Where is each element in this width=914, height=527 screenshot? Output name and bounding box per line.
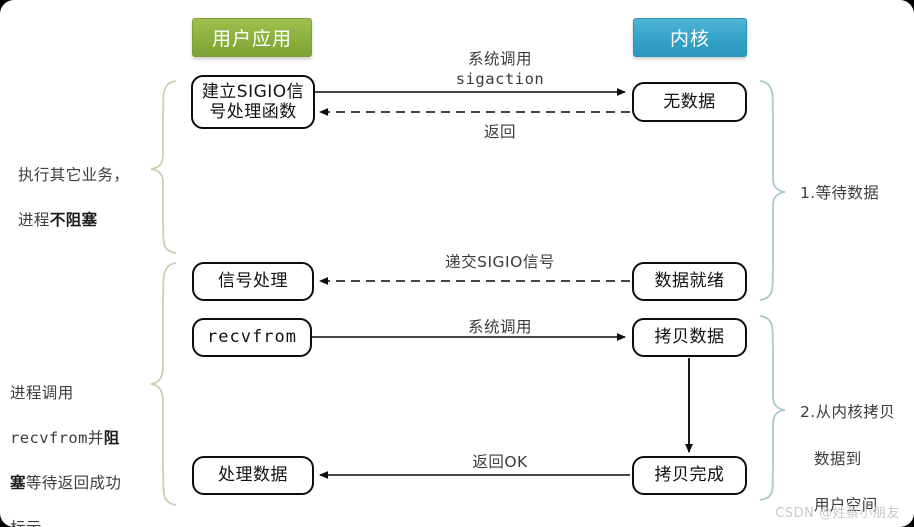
box-signal-process[interactable]: 信号处理 (192, 262, 314, 301)
kernel-label: 内核 (633, 18, 747, 57)
box-process-data[interactable]: 处理数据 (192, 456, 314, 495)
left-note-phase2-bold-b: 塞 (10, 474, 26, 493)
left-note-phase2-mono: recvfrom (10, 429, 88, 448)
left-note-phase2-line1: 进程调用 (10, 384, 74, 403)
right-brace-phase2 (759, 315, 786, 501)
box-recvfrom[interactable]: recvfrom (192, 318, 312, 357)
right-note-phase2-line3: 用户空间 (814, 496, 878, 515)
caption-syscall-recvfrom: 系统调用 (467, 318, 532, 336)
left-note-phase1: 执行其它业务， 进程不阻塞 (18, 142, 153, 254)
left-note-phase1-bold: 不阻塞 (49, 211, 98, 230)
left-note-phase2-suffix: 并 (87, 429, 104, 448)
left-note-phase2-line3: 塞等待返回成功 (10, 472, 160, 494)
box-data-ready[interactable]: 数据就绪 (632, 262, 747, 301)
right-note-phase1: 1.等待数据 (800, 184, 880, 202)
box-copy-data[interactable]: 拷贝数据 (632, 318, 747, 357)
box-no-data[interactable]: 无数据 (632, 82, 747, 122)
caption-return-ok: 返回OK (472, 453, 528, 471)
right-note-phase2: 2.从内核拷贝 数据到 用户空间 (800, 378, 910, 527)
left-note-phase1-line2: 进程不阻塞 (18, 209, 153, 231)
left-note-phase1-line1: 执行其它业务， (18, 166, 130, 185)
caption-sigaction: sigaction (455, 70, 545, 88)
caption-syscall-top: 系统调用 (467, 50, 532, 68)
left-note-phase1-prefix: 进程 (18, 211, 50, 230)
left-note-phase2-line4: 标示 (10, 517, 160, 527)
kernel-label-text: 内核 (669, 28, 710, 50)
caption-deliver-sigio: 递交SIGIO信号 (445, 253, 555, 271)
csdn-watermark: CSDN @姓蔡小朋友 (775, 506, 900, 521)
left-note-phase2: 进程调用 recvfrom并阻 塞等待返回成功 标示 (10, 360, 160, 527)
right-brace-phase1 (759, 80, 786, 301)
left-brace-phase1 (150, 80, 177, 254)
box-copy-done[interactable]: 拷贝完成 (632, 456, 747, 495)
user-app-label-text: 用户应用 (211, 28, 292, 50)
left-note-phase2-line3-suffix: 等待返回成功 (25, 474, 122, 493)
right-note-phase2-line1: 2.从内核拷贝 (800, 403, 896, 422)
left-note-phase2-bold-a: 阻 (103, 429, 120, 448)
caption-return-top: 返回 (483, 123, 516, 141)
user-app-label: 用户应用 (192, 18, 312, 57)
right-note-phase2-line2: 数据到 (814, 449, 862, 468)
left-note-phase2-line2: recvfrom并阻 (10, 427, 160, 449)
box-sigio-handler[interactable]: 建立SIGIO信 号处理函数 (191, 75, 315, 129)
